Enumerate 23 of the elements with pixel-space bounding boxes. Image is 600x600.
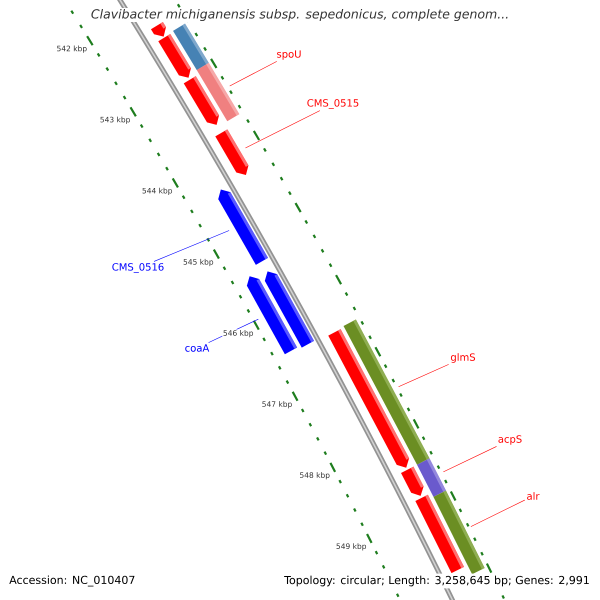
title: Clavibacter michiganensis subsp. sepedonicus, complete genom... xyxy=(84,8,516,22)
gene-label: coaA xyxy=(185,344,210,352)
genome-summary: Topology: circular; Length: 3,258,645 bp; Genes: 2,991 xyxy=(282,574,592,588)
gene-feature xyxy=(344,320,430,465)
leader-line xyxy=(229,61,278,86)
gene-label: glmS xyxy=(450,353,476,363)
gene-label: alr xyxy=(527,492,540,500)
gene-label: spoU xyxy=(277,50,301,60)
accession-text: Accession: NC_010407 xyxy=(7,574,138,588)
gene-feature xyxy=(218,190,268,265)
leader-line xyxy=(398,364,449,388)
gene-feature xyxy=(184,76,220,125)
gene-feature xyxy=(401,466,424,496)
gene-feature xyxy=(215,129,248,175)
gene-feature xyxy=(158,34,191,78)
leader-line xyxy=(154,230,230,262)
gene-feature xyxy=(415,494,464,574)
gene-label: acpS xyxy=(498,435,522,445)
leader-line xyxy=(443,446,497,472)
leader-line xyxy=(470,500,526,527)
gene-label: CMS_0516 xyxy=(112,263,164,273)
gene-label: CMS_0515 xyxy=(307,99,358,109)
leader-line xyxy=(245,110,320,148)
